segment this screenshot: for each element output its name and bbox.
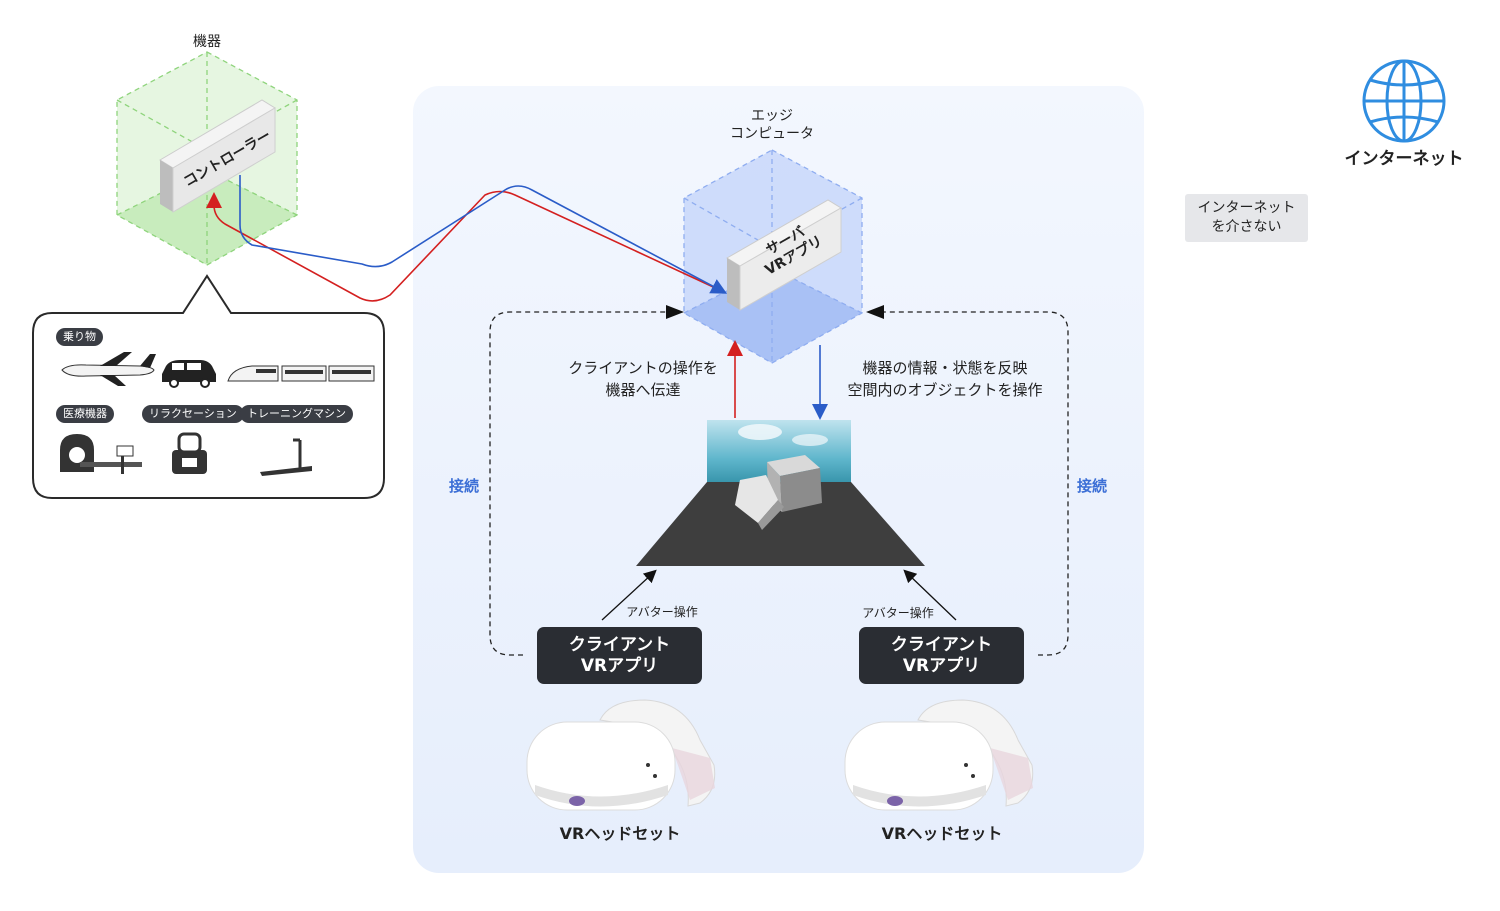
treadmill-icon bbox=[260, 438, 312, 476]
connect-label-right: 接続 bbox=[1076, 477, 1107, 495]
device-title: 機器 bbox=[193, 34, 221, 50]
connect-label-left: 接続 bbox=[448, 477, 479, 495]
dashed-connection-left bbox=[489, 311, 676, 656]
client-right-line1: クライアント bbox=[890, 634, 993, 655]
vr-headset-left-icon bbox=[526, 699, 716, 811]
internet-label: インターネット bbox=[1344, 149, 1464, 169]
headset-label-left: VRヘッドセット bbox=[559, 824, 681, 843]
car-icon bbox=[162, 360, 216, 388]
vr-headset-right-icon bbox=[844, 699, 1034, 811]
mri-machine-icon bbox=[60, 434, 142, 474]
category-medical: 医療機器 bbox=[56, 405, 114, 423]
right-flow-line1: 機器の情報・状態を反映 bbox=[862, 359, 1028, 377]
edge-title: エッジ コンピュータ bbox=[722, 107, 822, 143]
headset-label-right: VRヘッドセット bbox=[881, 824, 1003, 843]
avatar-arrow-left bbox=[601, 569, 657, 621]
client-vr-app-left: クライアント VRアプリ bbox=[537, 627, 702, 684]
client-vr-app-right: クライアント VRアプリ bbox=[859, 627, 1024, 684]
blue-flow-line bbox=[239, 175, 728, 294]
server-box bbox=[726, 199, 842, 311]
vr-scene bbox=[636, 420, 925, 566]
right-flow-line2: 空間内のオブジェクトを操作 bbox=[847, 381, 1043, 399]
dashed-connection-right bbox=[876, 311, 1069, 656]
category-vehicles: 乗り物 bbox=[56, 328, 103, 346]
massage-chair-icon bbox=[172, 432, 207, 474]
right-flow-label: 機器の情報・状態を反映 空間内のオブジェクトを操作 bbox=[830, 357, 1060, 401]
client-left-line1: クライアント bbox=[568, 634, 671, 655]
edge-title-line1: エッジ bbox=[751, 108, 793, 124]
no-internet-tag: インターネット を介さない bbox=[1185, 194, 1308, 242]
avatar-label-left: アバター操作 bbox=[626, 605, 698, 619]
device-bubble bbox=[32, 274, 385, 499]
no-internet-line1: インターネット bbox=[1197, 200, 1296, 216]
left-flow-label: クライアントの操作を 機器へ伝達 bbox=[548, 357, 738, 401]
left-flow-line1: クライアントの操作を bbox=[568, 359, 718, 377]
category-relax: リラクセーション bbox=[142, 405, 244, 423]
client-left-line2: VRアプリ bbox=[580, 655, 659, 676]
train-icon bbox=[227, 365, 375, 382]
edge-title-line2: コンピュータ bbox=[730, 126, 814, 142]
category-training: トレーニングマシン bbox=[240, 405, 353, 423]
left-flow-line2: 機器へ伝達 bbox=[605, 381, 681, 399]
client-right-line2: VRアプリ bbox=[902, 655, 981, 676]
controller-box bbox=[159, 99, 276, 213]
avatar-label-right: アバター操作 bbox=[862, 606, 934, 620]
airplane-icon bbox=[61, 352, 156, 386]
no-internet-line2: を介さない bbox=[1211, 219, 1282, 235]
globe-icon bbox=[1362, 59, 1446, 143]
avatar-arrow-right bbox=[903, 569, 957, 621]
